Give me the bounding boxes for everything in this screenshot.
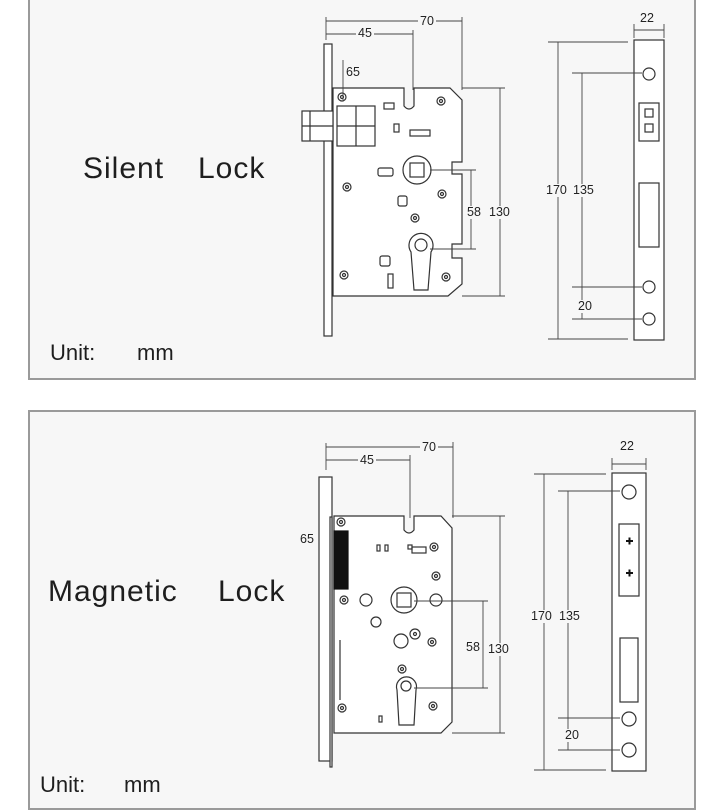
silent-faceplate-dim-22: 22 xyxy=(640,11,654,25)
silent-faceplate-dim-170: 170 xyxy=(546,183,567,197)
magnetic-faceplate-dim-22: 22 xyxy=(620,439,634,453)
magnetic-faceplate-dim-20: 20 xyxy=(565,728,579,742)
silent-dim-70: 70 xyxy=(418,14,436,28)
magnetic-lock-body-drawing xyxy=(318,476,453,768)
silent-dim-58: 58 xyxy=(467,205,481,219)
magnetic-title-lock: Lock xyxy=(218,575,286,608)
silent-dim-130: 130 xyxy=(489,205,510,219)
magnetic-dim-58: 58 xyxy=(466,640,480,654)
silent-title-lock: Lock xyxy=(198,152,266,185)
magnetic-unit-value: mm xyxy=(124,772,161,797)
silent-dim-45: 45 xyxy=(356,26,374,40)
magnetic-dim-65: 65 xyxy=(300,532,314,546)
magnetic-faceplate-dim-170: 170 xyxy=(531,609,552,623)
silent-title-name: Silent xyxy=(83,152,165,185)
silent-lock-body-drawing xyxy=(301,43,463,337)
magnetic-dim-130: 130 xyxy=(488,642,509,656)
magnetic-dim-45: 45 xyxy=(358,453,376,467)
magnetic-faceplate-plus-marks xyxy=(626,537,633,577)
silent-faceplate-drawing xyxy=(633,39,665,341)
magnetic-dim-70: 70 xyxy=(420,440,438,454)
silent-faceplate-dim-135: 135 xyxy=(573,183,594,197)
silent-unit-label: Unit: xyxy=(50,340,96,365)
magnetic-faceplate-dim-135: 135 xyxy=(559,609,580,623)
magnetic-faceplate-drawing xyxy=(611,472,647,772)
silent-unit-value: mm xyxy=(137,340,174,365)
magnetic-title-name: Magnetic xyxy=(48,575,178,608)
magnetic-unit-label: Unit: xyxy=(40,772,86,797)
silent-faceplate-dim-20: 20 xyxy=(578,299,592,313)
silent-dim-65: 65 xyxy=(346,65,360,79)
